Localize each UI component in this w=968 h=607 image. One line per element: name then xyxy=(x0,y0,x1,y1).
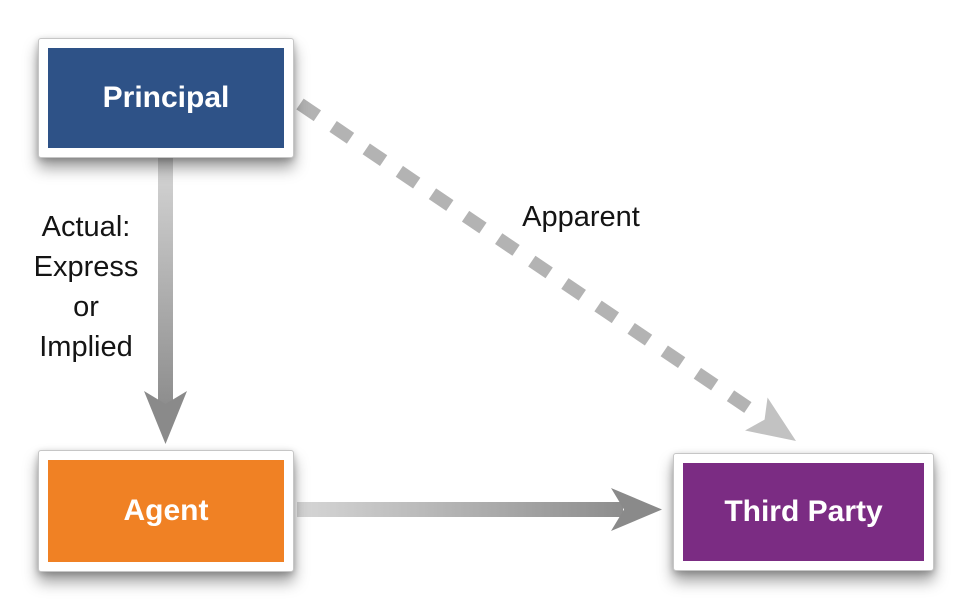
node-principal-label: Principal xyxy=(102,81,230,114)
node-agent-fill: Agent xyxy=(48,460,284,562)
node-third-party-fill: Third Party xyxy=(683,463,924,561)
node-third-party: Third Party xyxy=(673,453,934,571)
arrow-apparent-principal-to-third-party xyxy=(296,98,796,441)
node-principal-fill: Principal xyxy=(48,48,284,148)
node-third-party-label: Third Party xyxy=(724,495,883,528)
edge-label-apparent: Apparent xyxy=(522,201,640,233)
node-agent: Agent xyxy=(38,450,294,572)
node-agent-label: Agent xyxy=(123,494,209,527)
edge-label-actual: Actual: Express or Implied xyxy=(33,211,139,363)
arrow-agent-to-third-party xyxy=(297,488,662,531)
node-principal: Principal xyxy=(38,38,294,158)
